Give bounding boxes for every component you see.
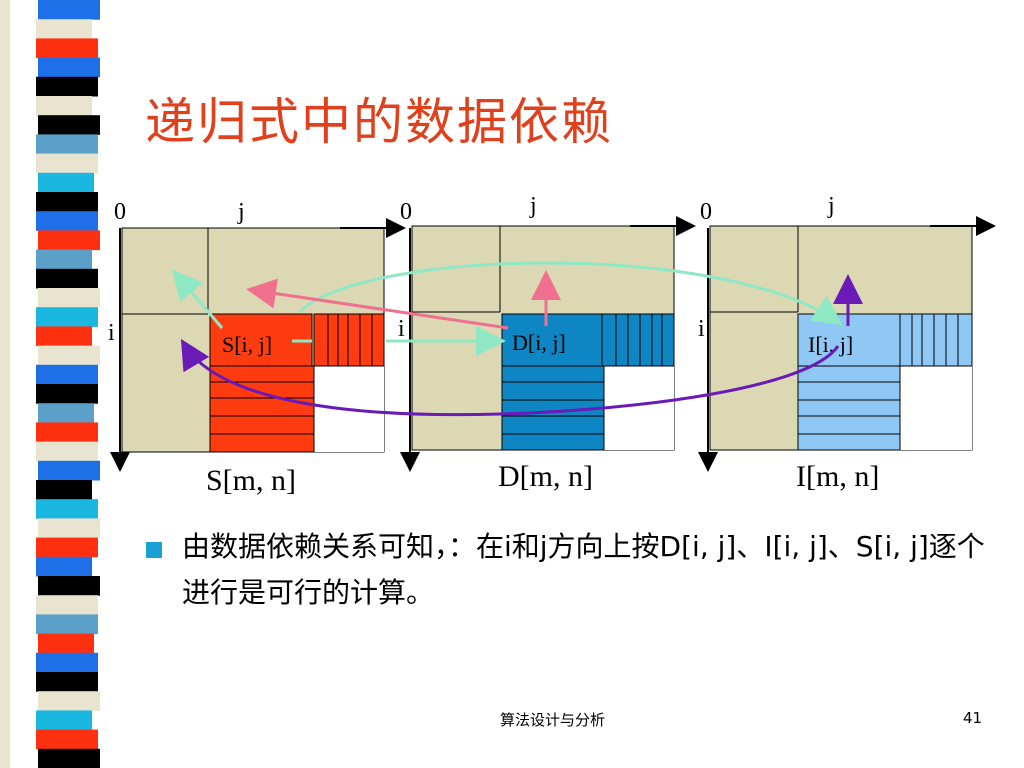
stripe-block <box>38 0 100 20</box>
stripe-block <box>36 556 92 577</box>
footer-course-title: 算法设计与分析 <box>500 711 606 729</box>
panel-i-blank-region <box>900 366 972 450</box>
stripe-block <box>38 288 100 308</box>
stripe-block <box>38 691 100 711</box>
stripe-block <box>36 710 92 731</box>
stripe-block <box>38 633 94 654</box>
stripe-block <box>36 537 98 558</box>
stripe-block <box>36 499 98 519</box>
stripe-block <box>36 268 98 289</box>
stripe-block <box>38 460 100 481</box>
panel-i-axis-origin: 0 <box>700 199 712 225</box>
dependency-arrows <box>172 261 863 417</box>
page-title: 递归式中的数据依赖 <box>145 93 613 151</box>
bullet-marker <box>146 542 162 558</box>
stripe-edge <box>0 0 10 768</box>
stripe-block <box>36 422 98 443</box>
arrow-d-to-s <box>246 278 509 330</box>
page-number: 41 <box>963 709 983 727</box>
stripe-block <box>36 153 98 174</box>
stripe-block <box>36 19 92 39</box>
stripe-block <box>36 384 98 404</box>
panel-i-col-strips <box>797 365 901 451</box>
stripe-block <box>36 729 98 750</box>
left-stripe-decoration <box>0 0 100 768</box>
stripe-block <box>36 364 98 385</box>
panel-d-axis-i: i <box>398 316 405 342</box>
panel-s-axis-i: i <box>108 320 115 346</box>
stripe-block <box>38 403 94 423</box>
stripe-block <box>38 57 100 78</box>
panel-s-caption: S[m, n] <box>206 464 296 497</box>
stripe-block <box>36 76 98 97</box>
panel-i-axis-i: i <box>698 316 705 342</box>
stripe-block <box>36 249 92 270</box>
panel-d-col-strips <box>501 365 605 451</box>
stripe-block <box>38 172 94 193</box>
panel-s-col-strips <box>209 365 315 453</box>
panel-i-row-strips <box>899 313 973 367</box>
panel-s-axis-origin: 0 <box>114 199 126 225</box>
panel-d: 0 j i D[i, j] D[m, n] <box>398 193 696 493</box>
panel-i: 0 j i I[i, j] I[m, n] <box>698 193 996 493</box>
stripe-block <box>36 38 98 59</box>
stripe-block <box>38 115 100 135</box>
panel-s-cell-label: S[i, j] <box>222 332 272 357</box>
stripe-block <box>36 192 98 212</box>
stripe-block <box>36 652 98 673</box>
arrow-i-to-s-curve <box>180 338 840 417</box>
stripe-block <box>38 345 100 366</box>
panel-i-axis-j: j <box>827 193 835 219</box>
bullet-text: 由数据依赖关系可知，：在i和j方向上按D[i, j]、I[i, j]、S[i, … <box>182 530 985 609</box>
panel-d-axis-j: j <box>529 193 537 219</box>
panel-d-axis-origin: 0 <box>400 199 412 225</box>
stripe-block <box>38 748 100 768</box>
stripe-block <box>36 441 98 462</box>
panel-s-axis-j: j <box>237 199 245 225</box>
panel-d-cell-label: D[i, j] <box>512 330 566 355</box>
stripe-block <box>36 480 92 500</box>
stripe-block <box>38 518 100 539</box>
stripe-block <box>36 307 98 327</box>
stripe-block <box>36 96 92 116</box>
stripe-block <box>36 614 98 635</box>
panel-d-row-strips <box>601 313 675 367</box>
panel-d-caption: D[m, n] <box>498 460 593 493</box>
stripe-block <box>36 672 98 692</box>
stripe-block <box>36 595 98 615</box>
stripe-block <box>36 326 92 347</box>
stripe-block <box>36 134 98 155</box>
arrow-s-to-i-arc <box>298 261 843 326</box>
panel-s-row-strips <box>313 313 385 367</box>
arrow-s-diagonal <box>172 269 224 329</box>
stripe-block <box>36 211 98 231</box>
panel-i-caption: I[m, n] <box>796 460 879 493</box>
stripe-block <box>38 230 100 251</box>
panel-s: 0 j i S[i, j] S[m, n] <box>108 199 406 497</box>
stripe-block <box>38 576 100 596</box>
